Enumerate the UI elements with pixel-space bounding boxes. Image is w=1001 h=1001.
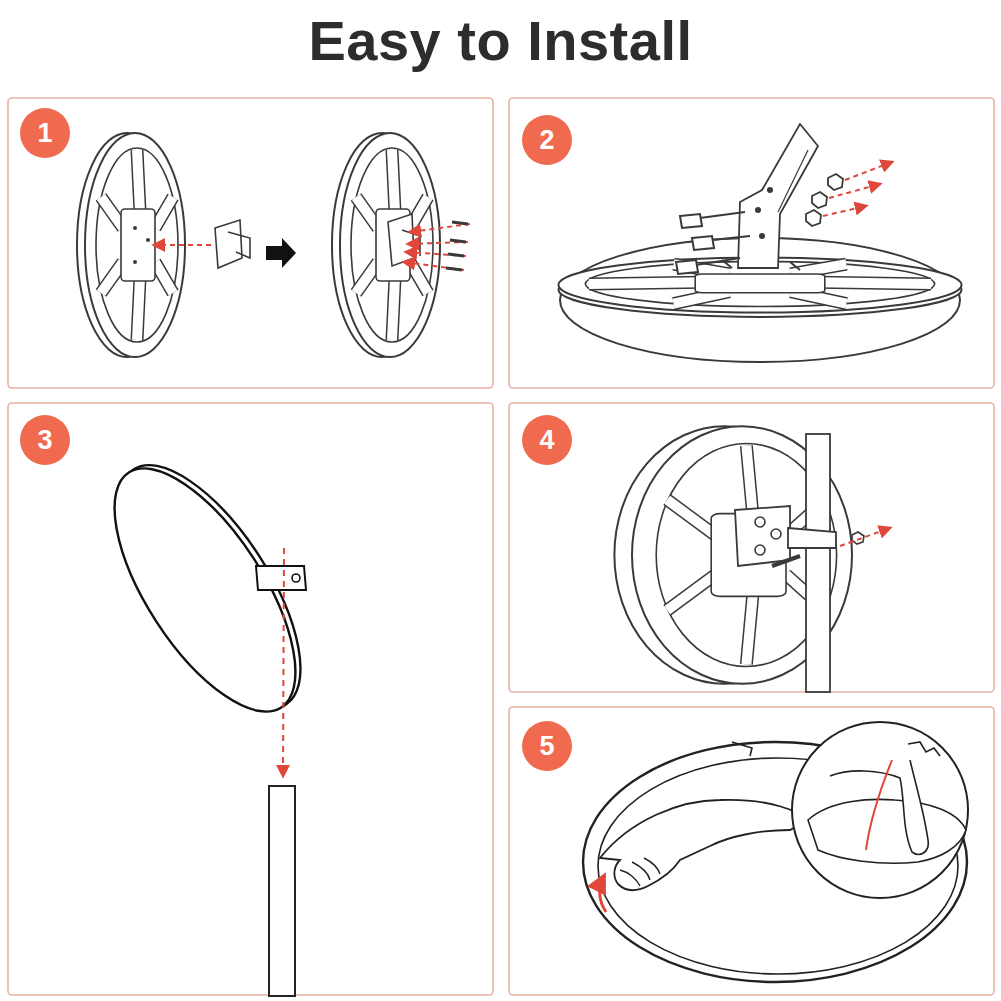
screw-hole [133,260,137,264]
badge-circle [522,415,572,465]
callout-number: 2 [522,115,572,165]
dashed-arrow [845,162,892,180]
bolt-head [771,529,781,539]
callout-number: 4 [522,415,572,465]
badge-circle [522,721,572,771]
detail-peel-line [866,760,892,850]
dashed-arrow [410,224,470,232]
screws [446,222,468,270]
mirror-side [80,438,335,739]
peel-arrow [600,876,606,912]
pole-clamp [788,528,836,548]
bracket-fold [778,150,808,212]
film-tab [732,742,752,756]
detail-film [830,760,928,854]
mount-bracket [388,214,420,266]
step-number-badge: 5 [522,721,572,771]
nut [852,532,864,544]
nut [812,192,827,208]
mirror-back [332,133,440,357]
page-title: Easy to Install [0,8,1001,73]
callout-number: 5 [522,721,572,771]
detail-fingers [908,742,940,756]
pole [269,786,295,996]
mount-bracket [215,220,250,268]
callout-number: 1 [20,108,70,158]
panel-frame [8,403,493,995]
dashed-arrow [840,528,890,546]
badge-circle [20,108,70,158]
base-bolts [722,260,800,270]
step-number-badge: 3 [20,415,70,465]
hand [600,800,808,890]
bolt-hole [759,233,765,239]
callout-number: 3 [20,415,70,465]
dashed-arrow [823,206,866,216]
step-arrow [266,238,296,268]
bolt-hole [755,207,761,213]
badge-circle [20,415,70,465]
mount-bracket [738,124,818,268]
step-number-badge: 1 [20,108,70,158]
mirror-back [77,133,185,357]
mount-bracket [735,506,790,566]
step-number-badge: 2 [522,115,572,165]
badge-circle [522,115,572,165]
panel-frame [509,707,994,995]
mirror-face [80,441,330,739]
mount-bracket [256,566,306,590]
bolt-hole [292,574,300,582]
dashed-arrow [829,184,880,198]
dashed-arrow [154,244,211,246]
dashed-arrow [283,548,284,776]
panel-frame [509,403,994,692]
clamp-bolt [772,556,800,566]
panel-frame [8,98,493,388]
detail-mirror [808,799,966,863]
step-number-badge: 4 [522,415,572,465]
bolt [692,236,750,250]
nut [806,210,821,226]
bolt [680,212,745,228]
detail-circle [792,722,968,898]
bolt-hole [767,187,773,193]
panel-frame [509,98,994,388]
pole [806,434,830,692]
mirror-rim [583,742,967,982]
hand-fingers [620,858,660,886]
bolt-head [755,545,765,555]
nut [828,174,843,190]
screw-hole [133,226,137,230]
bolt-head [755,517,765,527]
screw-hole [146,238,150,242]
